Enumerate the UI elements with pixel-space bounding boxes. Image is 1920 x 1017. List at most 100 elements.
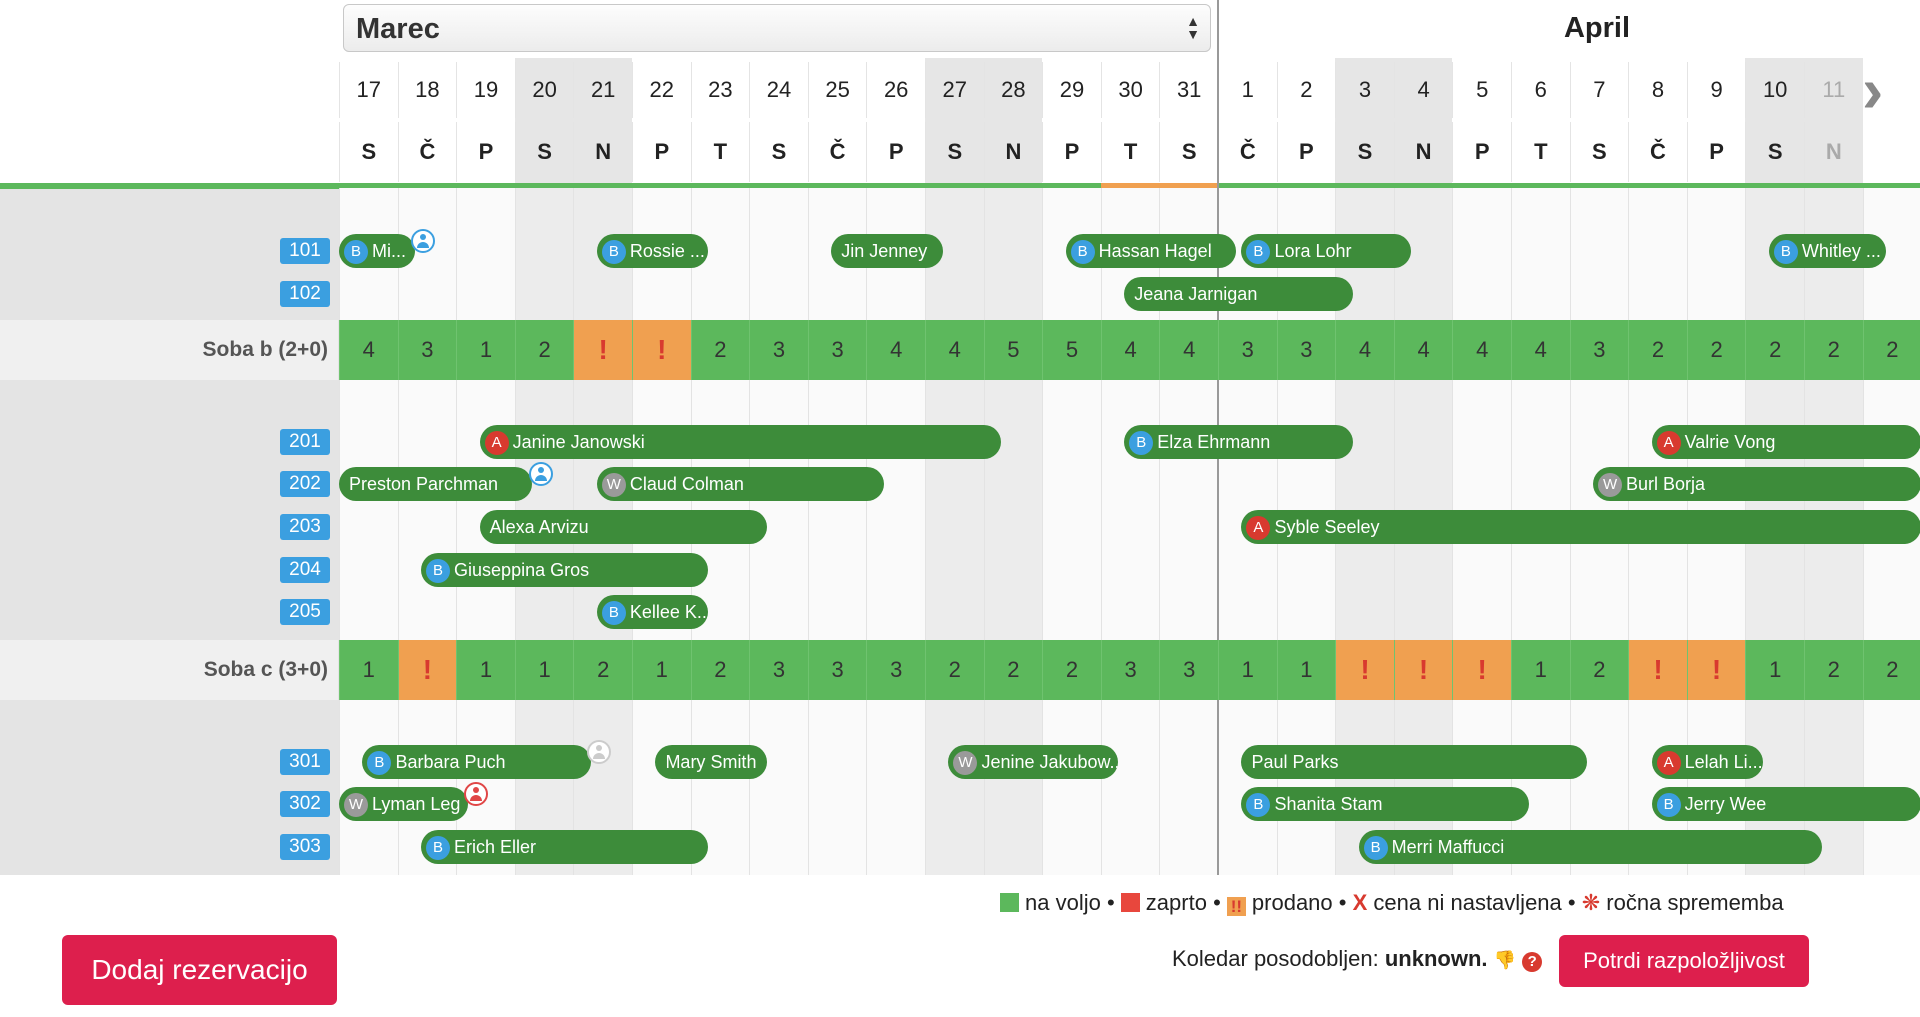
room-number[interactable]: 205	[280, 599, 330, 625]
day-number[interactable]: 29	[1042, 62, 1101, 118]
room-number[interactable]: 303	[280, 834, 330, 860]
availability-cell[interactable]: 4	[1511, 320, 1570, 380]
availability-cell[interactable]: 1	[1511, 640, 1570, 700]
day-number[interactable]: 11	[1804, 62, 1863, 118]
room-number[interactable]: 204	[280, 557, 330, 583]
availability-cell[interactable]: 1	[514, 640, 574, 700]
help-icon[interactable]: ?	[1522, 952, 1543, 972]
day-number[interactable]: 3	[1335, 62, 1394, 118]
availability-cell[interactable]: 2	[1569, 640, 1629, 700]
day-number[interactable]: 18	[397, 62, 457, 118]
availability-cell[interactable]: 3	[1276, 320, 1336, 380]
day-number[interactable]: 7	[1569, 62, 1629, 118]
room-number[interactable]: 301	[280, 749, 330, 775]
thumbs-down-icon[interactable]: 👎	[1493, 950, 1517, 970]
day-number[interactable]: 8	[1628, 62, 1687, 118]
availability-cell[interactable]: 2	[573, 640, 632, 700]
availability-sold-cell[interactable]: !	[1628, 640, 1687, 700]
availability-cell[interactable]: 4	[1100, 320, 1160, 380]
day-number[interactable]: 6	[1511, 62, 1570, 118]
availability-cell[interactable]: 1	[1745, 640, 1804, 700]
availability-cell[interactable]: 1	[1218, 640, 1277, 700]
availability-sold-cell[interactable]: !	[1335, 640, 1394, 700]
availability-sold-cell[interactable]: !	[1686, 640, 1746, 700]
availability-cell[interactable]: 2	[1628, 320, 1687, 380]
availability-cell[interactable]: 2	[1862, 320, 1920, 380]
availability-cell[interactable]: 5	[983, 320, 1043, 380]
guest-profile-icon[interactable]	[587, 740, 612, 764]
day-number[interactable]: 20	[514, 62, 574, 118]
room-number[interactable]: 102	[280, 281, 330, 307]
availability-sold-cell[interactable]: !	[1452, 640, 1511, 700]
chevron-right-icon[interactable]: ›	[1862, 54, 1884, 126]
day-number[interactable]: 28	[983, 62, 1043, 118]
guest-profile-icon[interactable]	[528, 462, 553, 486]
availability-cell[interactable]: 4	[925, 320, 984, 380]
availability-sold-cell[interactable]: !	[573, 320, 632, 380]
day-number[interactable]: 2	[1276, 62, 1336, 118]
availability-cell[interactable]: 2	[690, 640, 750, 700]
day-number[interactable]: 21	[573, 62, 632, 118]
availability-cell[interactable]: 4	[1393, 320, 1453, 380]
day-number[interactable]: 5	[1452, 62, 1511, 118]
availability-cell[interactable]: 4	[339, 320, 398, 380]
day-number[interactable]: 10	[1745, 62, 1804, 118]
availability-cell[interactable]: 2	[1804, 320, 1863, 380]
availability-cell[interactable]: 2	[983, 640, 1043, 700]
availability-cell[interactable]: 3	[749, 640, 808, 700]
reservation-bar[interactable]: Alexa Arvizu	[479, 510, 767, 544]
room-number[interactable]: 101	[280, 238, 330, 264]
reservation-bar[interactable]: Preston Parchman	[339, 467, 533, 501]
reservation-bar[interactable]: Paul Parks	[1241, 745, 1588, 779]
reservation-bar[interactable]: Jeana Jarnigan	[1124, 277, 1353, 311]
availability-cell[interactable]: 3	[397, 320, 457, 380]
availability-cell[interactable]: 2	[925, 640, 984, 700]
availability-cell[interactable]: 2	[690, 320, 750, 380]
reservation-bar[interactable]: Jin Jenney	[831, 234, 943, 268]
day-number[interactable]: 9	[1686, 62, 1746, 118]
availability-sold-cell[interactable]: !	[1393, 640, 1453, 700]
availability-cell[interactable]: 4	[1335, 320, 1394, 380]
availability-cell[interactable]: 3	[1569, 320, 1629, 380]
availability-cell[interactable]: 3	[807, 640, 867, 700]
reservation-bar[interactable]: Mary Smith	[655, 745, 767, 779]
room-number[interactable]: 302	[280, 791, 330, 817]
day-number[interactable]: 19	[456, 62, 515, 118]
day-number[interactable]: 24	[749, 62, 808, 118]
availability-cell[interactable]: 1	[456, 640, 515, 700]
availability-cell[interactable]: 2	[1862, 640, 1920, 700]
confirm-availability-button[interactable]: Potrdi razpoložljivost	[1559, 935, 1809, 987]
day-number[interactable]: 31	[1159, 62, 1218, 118]
availability-cell[interactable]: 2	[1042, 640, 1101, 700]
guest-profile-icon[interactable]	[464, 782, 489, 806]
availability-cell[interactable]: 5	[1042, 320, 1101, 380]
availability-cell[interactable]: 3	[1218, 320, 1277, 380]
availability-cell[interactable]: 1	[456, 320, 515, 380]
availability-cell[interactable]: 4	[1159, 320, 1218, 380]
availability-cell[interactable]: 1	[632, 640, 691, 700]
availability-cell[interactable]: 4	[1452, 320, 1511, 380]
availability-cell[interactable]: 3	[866, 640, 925, 700]
day-number[interactable]: 30	[1100, 62, 1160, 118]
room-number[interactable]: 201	[280, 429, 330, 455]
